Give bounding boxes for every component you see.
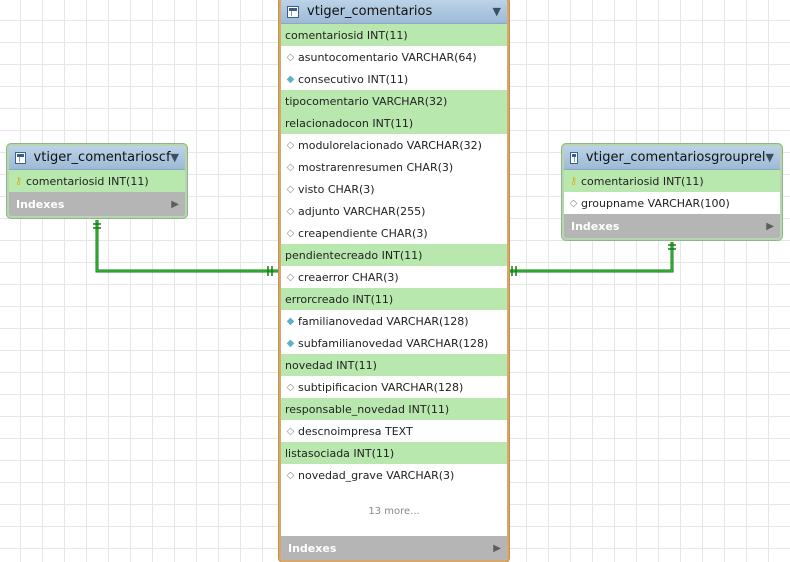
column-label: adjunto VARCHAR(255) xyxy=(298,204,426,218)
nullable-diamond-icon: ◇ xyxy=(286,381,295,393)
column-label: comentariosid INT(11) xyxy=(285,28,408,42)
column-row-indexed[interactable]: ⚷comentariosid INT(11) xyxy=(564,170,780,192)
column-row[interactable]: ◇asuntocomentario VARCHAR(64) xyxy=(281,46,507,68)
column-row[interactable]: ◇mostrarenresumen CHAR(3) xyxy=(281,156,507,178)
nullable-diamond-icon: ◇ xyxy=(286,51,295,63)
indexes-section[interactable]: Indexes ▶ xyxy=(281,536,507,560)
column-row[interactable]: ◇modulorelacionado VARCHAR(32) xyxy=(281,134,507,156)
column-label: subfamilianovedad VARCHAR(128) xyxy=(298,336,489,350)
table-title: vtiger_comentarios xyxy=(307,4,433,19)
nullable-diamond-icon: ◇ xyxy=(286,469,295,481)
cardinality-mark-left-one xyxy=(93,223,273,276)
column-list: ⚷comentariosid INT(11) xyxy=(9,170,185,192)
column-row-indexed[interactable]: tipocomentario VARCHAR(32) xyxy=(281,90,507,112)
nullable-diamond-icon: ◇ xyxy=(286,425,295,437)
cardinality-mark-right-one xyxy=(511,244,676,276)
column-row-indexed[interactable]: comentariosid INT(11) xyxy=(281,24,507,46)
column-row-indexed[interactable]: relacionadocon INT(11) xyxy=(281,112,507,134)
indexes-label: Indexes xyxy=(16,197,65,211)
column-row[interactable]: ◇adjunto VARCHAR(255) xyxy=(281,200,507,222)
column-row-indexed[interactable]: pendientecreado INT(11) xyxy=(281,244,507,266)
column-label: consecutivo INT(11) xyxy=(298,72,409,86)
more-columns-link[interactable]: 13 more... xyxy=(368,505,420,517)
column-label: visto CHAR(3) xyxy=(298,182,375,196)
collapse-arrow-icon[interactable]: ▼ xyxy=(765,151,774,164)
column-label: novedad INT(11) xyxy=(285,358,377,372)
column-label: listasociada INT(11) xyxy=(285,446,395,460)
column-label: mostrarenresumen CHAR(3) xyxy=(298,160,454,174)
column-row-indexed[interactable]: novedad INT(11) xyxy=(281,354,507,376)
column-label: tipocomentario VARCHAR(32) xyxy=(285,94,448,108)
table-title: vtiger_comentariosgrouprel xyxy=(585,150,766,165)
column-label: subtipificacion VARCHAR(128) xyxy=(298,380,464,394)
indexes-label: Indexes xyxy=(571,219,620,233)
column-row[interactable]: ◆consecutivo INT(11) xyxy=(281,68,507,90)
nullable-diamond-icon: ◇ xyxy=(286,183,295,195)
column-row[interactable]: ◇descnoimpresa TEXT xyxy=(281,420,507,442)
column-row-indexed[interactable]: listasociada INT(11) xyxy=(281,442,507,464)
column-label: creapendiente CHAR(3) xyxy=(298,226,428,240)
table-icon xyxy=(287,5,299,18)
column-label: groupname VARCHAR(100) xyxy=(581,196,730,210)
column-row[interactable]: ◇subtipificacion VARCHAR(128) xyxy=(281,376,507,398)
table-vtiger-comentariosgrouprel[interactable]: vtiger_comentariosgrouprel ▼ ⚷comentario… xyxy=(562,144,782,240)
column-label: novedad_grave VARCHAR(3) xyxy=(298,468,455,482)
column-row[interactable]: ◆subfamilianovedad VARCHAR(128) xyxy=(281,332,507,354)
nullable-diamond-icon: ◇ xyxy=(286,227,295,239)
nullable-diamond-icon: ◇ xyxy=(286,205,295,217)
column-row-indexed[interactable]: ⚷comentariosid INT(11) xyxy=(9,170,185,192)
table-header[interactable]: vtiger_comentarios ▼ xyxy=(281,0,507,24)
column-row[interactable]: ◇visto CHAR(3) xyxy=(281,178,507,200)
not-null-diamond-icon: ◆ xyxy=(286,315,295,327)
table-icon xyxy=(570,151,578,164)
nullable-diamond-icon: ◇ xyxy=(286,139,295,151)
table-vtiger-comentarios[interactable]: vtiger_comentarios ▼ comentariosid INT(1… xyxy=(279,0,509,562)
expand-arrow-icon[interactable]: ▶ xyxy=(766,220,774,232)
column-label: errorcreado INT(11) xyxy=(285,292,394,306)
expand-arrow-icon[interactable]: ▶ xyxy=(493,542,501,554)
column-row-indexed[interactable]: errorcreado INT(11) xyxy=(281,288,507,310)
column-label: modulorelacionado VARCHAR(32) xyxy=(298,138,482,152)
indexes-section[interactable]: Indexes ▶ xyxy=(564,214,780,238)
nullable-diamond-icon: ◇ xyxy=(286,271,295,283)
collapse-arrow-icon[interactable]: ▼ xyxy=(492,5,501,18)
column-row[interactable]: ◇groupname VARCHAR(100) xyxy=(564,192,780,214)
table-title: vtiger_comentarioscf xyxy=(33,150,171,165)
not-null-diamond-icon: ◆ xyxy=(286,337,295,349)
column-label: pendientecreado INT(11) xyxy=(285,248,423,262)
column-label: creaerror CHAR(3) xyxy=(298,270,399,284)
column-label: asuntocomentario VARCHAR(64) xyxy=(298,50,477,64)
column-list: comentariosid INT(11)◇asuntocomentario V… xyxy=(281,24,507,486)
indexes-section[interactable]: Indexes ▶ xyxy=(9,192,185,216)
column-label: comentariosid INT(11) xyxy=(581,174,704,188)
table-icon xyxy=(15,151,26,164)
collapse-arrow-icon[interactable]: ▼ xyxy=(170,151,179,164)
indexes-label: Indexes xyxy=(288,541,337,555)
column-label: responsable_novedad INT(11) xyxy=(285,402,450,416)
primary-key-icon: ⚷ xyxy=(569,175,578,187)
table-header[interactable]: vtiger_comentariosgrouprel ▼ xyxy=(564,146,780,170)
column-row-indexed[interactable]: responsable_novedad INT(11) xyxy=(281,398,507,420)
primary-key-icon: ⚷ xyxy=(14,175,23,187)
column-row[interactable]: ◆familianovedad VARCHAR(128) xyxy=(281,310,507,332)
column-label: comentariosid INT(11) xyxy=(26,174,149,188)
column-label: descnoimpresa TEXT xyxy=(298,424,413,438)
nullable-diamond-icon: ◇ xyxy=(286,161,295,173)
nullable-diamond-icon: ◇ xyxy=(569,197,578,209)
relationship-line-left xyxy=(95,220,280,273)
column-row[interactable]: ◇novedad_grave VARCHAR(3) xyxy=(281,464,507,486)
not-null-diamond-icon: ◆ xyxy=(286,73,295,85)
expand-arrow-icon[interactable]: ▶ xyxy=(171,198,179,210)
table-header[interactable]: vtiger_comentarioscf ▼ xyxy=(9,146,185,170)
table-vtiger-comentarioscf[interactable]: vtiger_comentarioscf ▼ ⚷comentariosid IN… xyxy=(7,144,187,218)
column-label: familianovedad VARCHAR(128) xyxy=(298,314,469,328)
column-label: relacionadocon INT(11) xyxy=(285,116,414,130)
column-row[interactable]: ◇creapendiente CHAR(3) xyxy=(281,222,507,244)
column-row[interactable]: ◇creaerror CHAR(3) xyxy=(281,266,507,288)
relationship-line-right xyxy=(508,242,674,273)
column-list: ⚷comentariosid INT(11)◇groupname VARCHAR… xyxy=(564,170,780,214)
